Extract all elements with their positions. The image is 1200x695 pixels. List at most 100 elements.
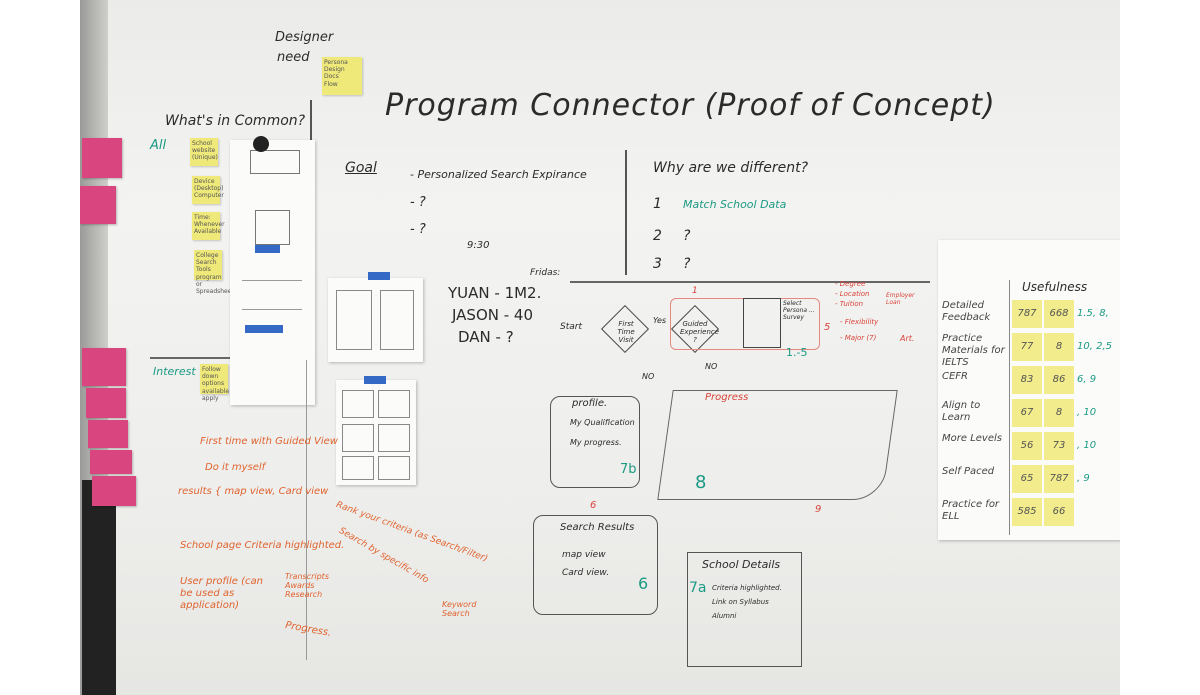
start-label: Start [560, 322, 582, 332]
goal-item: - ? [410, 222, 426, 237]
school-item: Criteria highlighted. [712, 584, 782, 592]
usefulness-row-label: Practice for ELL [942, 499, 1000, 522]
search-badge: 6 [638, 574, 649, 593]
common-sticky: Time: Whenever Available [192, 212, 225, 240]
note: Rank your criteria (as Search/Filter) [334, 500, 489, 565]
usefulness-row-label: Self Paced [942, 466, 995, 477]
guided-diamond: Guided Experience ? [680, 320, 720, 344]
note: First time with Guided View [200, 436, 338, 447]
wireframe-paper [230, 140, 315, 405]
school-item: Alumni [712, 612, 737, 620]
usefulness-score: , 10 [1077, 440, 1097, 451]
usefulness-score: , 10 [1077, 407, 1097, 418]
empty-screen [657, 390, 898, 500]
note: School page Criteria highlighted. [180, 540, 345, 551]
whiteboard: Designer need Persona Design Docs Flow P… [80, 0, 1120, 695]
vote-sticky: 56 [1012, 432, 1042, 460]
profile-item: My progress. [570, 438, 622, 447]
profile-item: My Qualification [570, 418, 635, 427]
vote-sticky: 67 [1012, 399, 1042, 427]
usefulness-row-label: Practice Materials for IELTS [942, 333, 1005, 368]
goal-time: 9:30 [467, 240, 490, 251]
page-title: Program Connector (Proof of Concept) [385, 88, 996, 123]
why-item: ? [683, 256, 691, 272]
pink-sticky [88, 420, 128, 448]
grid-note: Select Persona ... Survey [783, 300, 815, 321]
name-row: JASON - 40 [452, 306, 534, 324]
interest-sticky: Follow down options available apply [200, 364, 230, 402]
pink-sticky [82, 138, 122, 178]
range-label: 1.-5 [786, 346, 808, 359]
why-num: 1 [653, 196, 662, 212]
goal-label: Goal [345, 160, 377, 176]
wireframe-paper [336, 376, 416, 485]
vote-sticky: 8 [1044, 399, 1074, 427]
common-sticky: College Search Tools program or Spreadsh… [194, 250, 234, 295]
usefulness-score: 1.5, 8, [1077, 308, 1109, 319]
criteria-item: - Tuition [835, 300, 864, 308]
usefulness-heading: Usefulness [1022, 280, 1088, 294]
criteria-note: Employer Loan [886, 292, 915, 306]
art-label: Art. [900, 334, 915, 343]
criteria-item: - Degree [835, 280, 866, 288]
divider [306, 360, 307, 660]
common-heading: What's in Common? [165, 113, 306, 129]
usefulness-row-label: More Levels [942, 433, 1002, 444]
designer-label: Designer [275, 30, 334, 45]
pink-sticky [86, 388, 126, 418]
school-title: School Details [702, 558, 781, 571]
magnet [253, 136, 269, 152]
usefulness-score: 6, 9 [1077, 374, 1097, 385]
usefulness-chart: Usefulness Detailed Feedback Practice Ma… [938, 240, 1120, 540]
name-row: YUAN - 1M2. [448, 284, 542, 302]
progress-label: Progress [705, 392, 749, 403]
vote-sticky: 66 [1044, 498, 1074, 526]
common-sticky: Device (Desktop) Computer [192, 176, 224, 204]
no-label: NO [642, 372, 655, 381]
black-post [82, 480, 116, 695]
name-row: DAN - ? [458, 328, 514, 346]
search-item: map view [562, 550, 606, 560]
first-time-diamond: First Time Visit [617, 320, 635, 344]
all-label: All [150, 138, 167, 153]
vote-sticky: 585 [1012, 498, 1042, 526]
search-results-screen [533, 515, 658, 615]
pink-sticky [92, 476, 136, 506]
usefulness-score: 10, 2,5 [1077, 341, 1112, 352]
goal-item: - ? [410, 195, 426, 210]
fridays-label: Fridas: [530, 268, 561, 278]
vote-sticky: 8 [1044, 333, 1074, 361]
no-label: NO [705, 362, 718, 371]
need-label: need [277, 50, 310, 65]
criteria-item: - Major (7) [840, 334, 877, 342]
usefulness-row-label: Detailed Feedback [942, 300, 991, 323]
note: results { map view, Card view [178, 486, 329, 497]
criteria-item: - Flexibility [840, 318, 879, 326]
sticky-line: Flow [324, 80, 338, 88]
vote-sticky: 77 [1012, 333, 1042, 361]
search-num: 6 [590, 500, 597, 511]
vote-sticky: 668 [1044, 300, 1074, 328]
criteria-item: - Location [835, 290, 870, 298]
usefulness-row-label: CEFR [942, 371, 969, 382]
divider [1009, 280, 1010, 535]
vote-sticky: 787 [1044, 465, 1074, 493]
wireframe-paper [328, 272, 423, 362]
profile-screen [550, 396, 640, 488]
vote-sticky: 83 [1012, 366, 1042, 394]
note: User profile (can be used as application… [180, 576, 263, 611]
divider [570, 281, 930, 283]
note: Do it myself [205, 462, 266, 473]
note: Transcripts Awards Research [285, 572, 329, 599]
pink-sticky [80, 186, 116, 224]
step-1: 1 [692, 286, 698, 296]
search-title: Search Results [560, 522, 635, 533]
why-num: 3 [653, 256, 662, 272]
note: Progress. [284, 620, 333, 639]
note: Keyword Search [442, 600, 477, 618]
step-8: 8 [695, 472, 707, 493]
search-item: Card view. [562, 568, 610, 578]
vote-sticky: 65 [1012, 465, 1042, 493]
sticky-line: Persona [324, 59, 348, 66]
school-badge: 7a [689, 580, 707, 596]
